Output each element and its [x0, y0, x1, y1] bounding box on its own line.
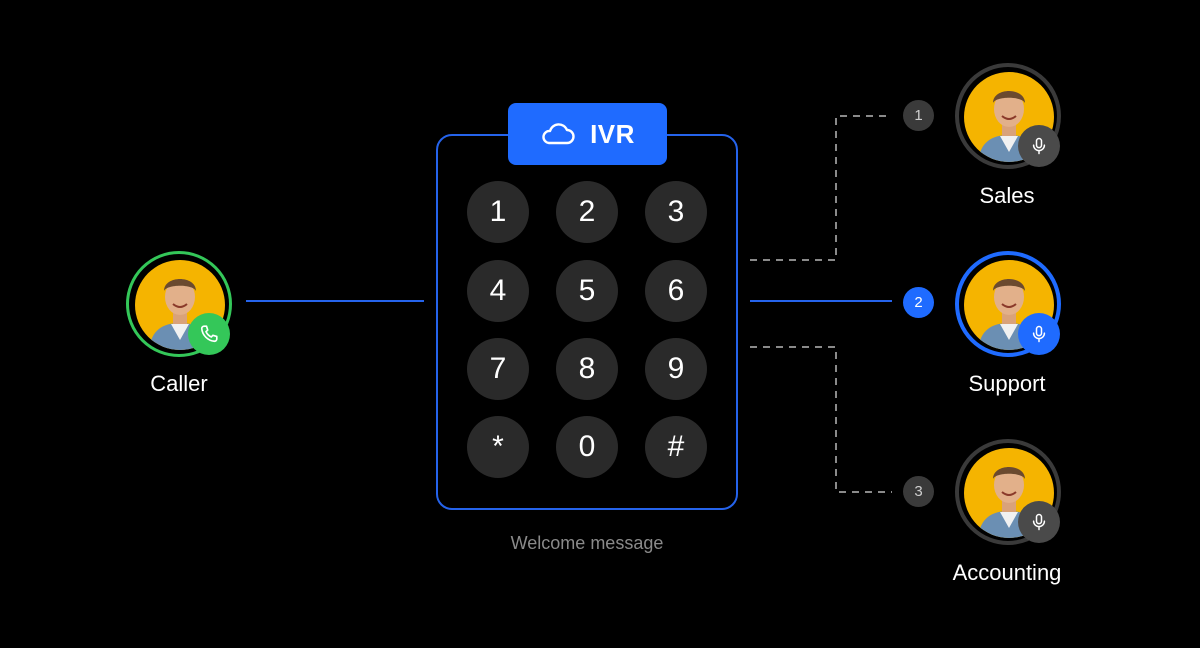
- accounting-mic-badge: [1018, 501, 1060, 543]
- keypad-key-5[interactable]: 5: [556, 260, 618, 322]
- keypad-key-4[interactable]: 4: [467, 260, 529, 322]
- accounting-label: Accounting: [952, 560, 1062, 585]
- cloud-icon: [542, 123, 575, 145]
- accounting-connector: [750, 346, 892, 493]
- ivr-title: IVR: [590, 118, 635, 149]
- keypad-key-hash[interactable]: #: [645, 416, 707, 478]
- sales-mic-badge: [1018, 125, 1060, 167]
- caller-label: Caller: [150, 371, 208, 396]
- sales-connector: [750, 115, 892, 261]
- keypad-key-2[interactable]: 2: [556, 181, 618, 243]
- caller-phone-badge: [188, 313, 230, 355]
- keypad-key-9[interactable]: 9: [645, 338, 707, 400]
- keypad-key-1[interactable]: 1: [467, 181, 529, 243]
- microphone-icon: [1032, 513, 1046, 531]
- option-number-3: 3: [903, 476, 934, 507]
- keypad-key-3[interactable]: 3: [645, 181, 707, 243]
- option-number-2: 2: [903, 287, 934, 318]
- keypad-key-7[interactable]: 7: [467, 338, 529, 400]
- caller-avatar: [126, 251, 232, 357]
- keypad-key-0[interactable]: 0: [556, 416, 618, 478]
- option-number-1: 1: [903, 100, 934, 131]
- keypad-key-8[interactable]: 8: [556, 338, 618, 400]
- sales-label: Sales: [979, 183, 1035, 208]
- keypad-key-6[interactable]: 6: [645, 260, 707, 322]
- phone-icon: [200, 325, 218, 343]
- support-mic-badge: [1018, 313, 1060, 355]
- keypad-key-star[interactable]: *: [467, 416, 529, 478]
- microphone-icon: [1032, 325, 1046, 343]
- welcome-message-caption: Welcome message: [510, 533, 664, 553]
- microphone-icon: [1032, 137, 1046, 155]
- ivr-badge: IVR: [508, 103, 667, 165]
- support-label: Support: [968, 371, 1046, 396]
